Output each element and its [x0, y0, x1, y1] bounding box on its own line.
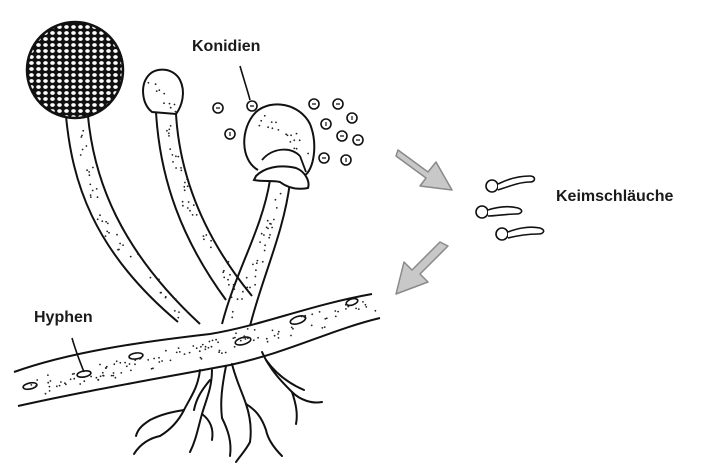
- konidien-label: Konidien: [192, 38, 260, 56]
- arrow-down-right-icon: [396, 150, 452, 190]
- hyphen-label: Hyphen: [34, 309, 93, 327]
- sporangiophore-middle: [143, 70, 252, 300]
- sporangiophore-left: [20, 18, 200, 324]
- sporangiophore-right: [222, 104, 314, 326]
- arrow-down-left-icon: [396, 242, 448, 294]
- keimschlaeuche-label: Keimschläuche: [556, 188, 673, 206]
- rhizoids: [134, 352, 322, 462]
- konidien-pointer: [240, 66, 250, 100]
- keimschlaeuche-germ-tubes: [476, 176, 544, 240]
